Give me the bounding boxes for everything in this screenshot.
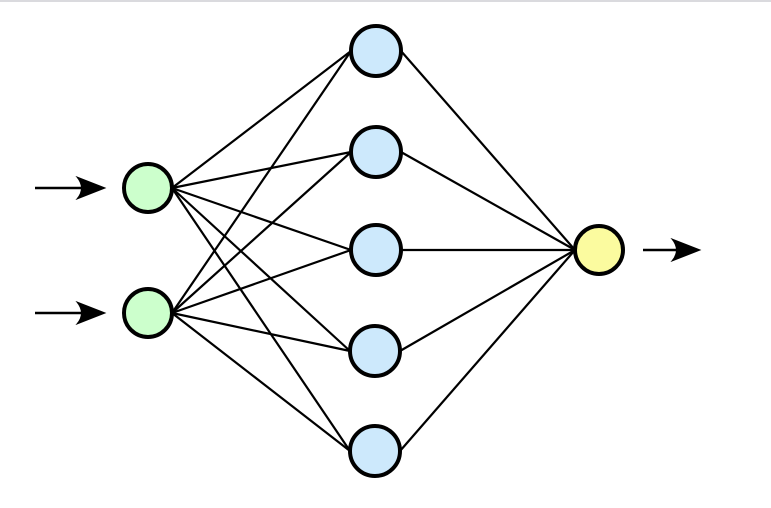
edge-i1-h4 [171,187,351,352]
hidden-node-1 [349,24,403,78]
edge-h4-o1 [399,249,576,352]
edge-i2-h3 [171,248,352,315]
hidden-node-4 [348,324,402,378]
window-top-border [0,0,771,2]
edge-h2-o1 [400,151,576,251]
edge-i1-h1 [171,50,352,189]
hidden-node-5 [348,424,402,478]
hidden-node-2 [349,125,403,179]
edge-h1-o1 [400,50,576,251]
edge-i2-h5 [171,312,351,452]
edge-i2-h2 [171,151,352,314]
edge-i2-h4 [171,311,351,353]
edge-i1-h2 [171,150,352,190]
edge-i2-h1 [171,50,352,314]
edge-i1-h3 [171,186,352,252]
edge-h5-o1 [399,249,576,452]
input-arrow-2-head-icon [75,300,107,326]
output-node-1 [573,224,625,276]
input-arrow-1-head-icon [75,175,107,201]
edge-i1-h5 [171,187,351,452]
hidden-node-3 [349,223,403,277]
input-node-1 [122,162,174,214]
output-arrow-head-icon [670,237,702,263]
input-node-2 [122,287,174,339]
